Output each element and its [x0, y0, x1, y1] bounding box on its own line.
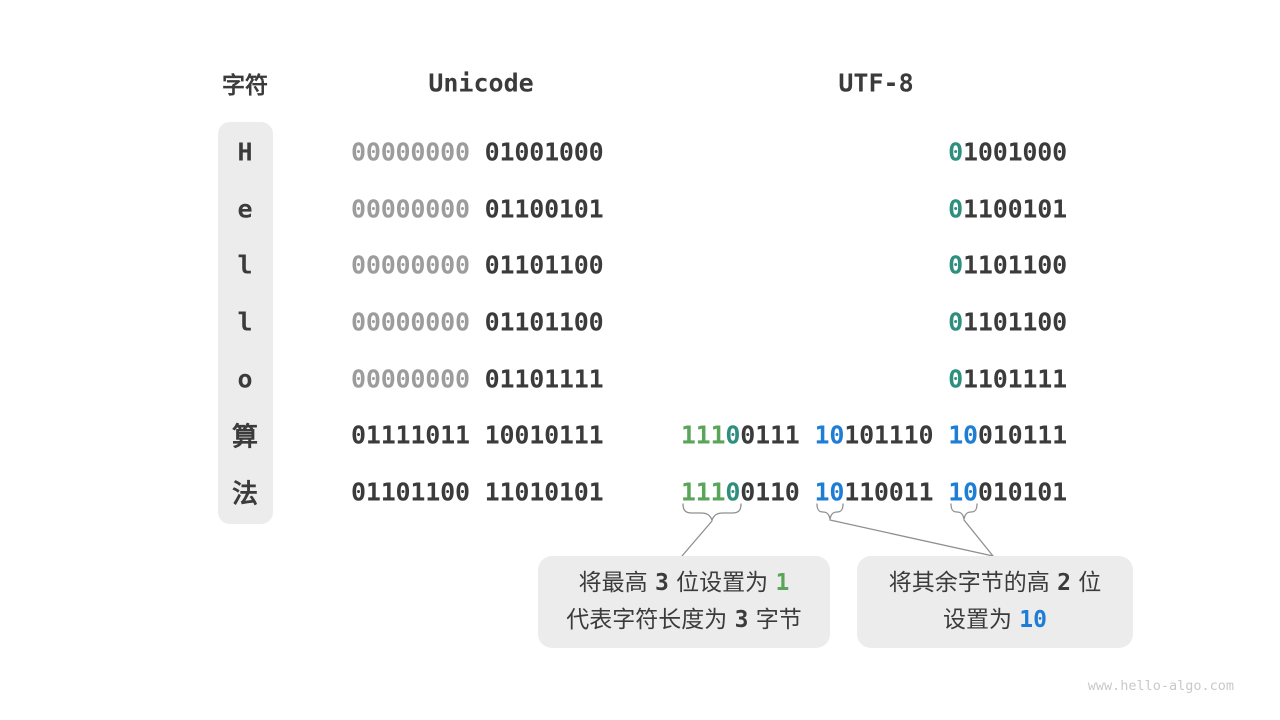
- bit-segment-blue: 10: [948, 420, 978, 450]
- bit-segment-green: 111: [680, 420, 726, 450]
- bit-segment-dark: 0110: [740, 477, 815, 507]
- bit-segment-teal: 0: [948, 194, 964, 224]
- bit-segment-dark: 01101111: [469, 364, 604, 394]
- character-cell: l: [237, 307, 253, 337]
- bit-segment-dark: 01101100: [469, 250, 604, 280]
- connector-line-continuation-2: [963, 519, 994, 557]
- utf8-binary: 01101111: [948, 365, 1067, 394]
- callout-text-line: 代表字符长度为 3 字节: [566, 607, 801, 635]
- character-cell: 算: [231, 422, 259, 453]
- bit-segment-blue: 10: [814, 477, 845, 507]
- column-header-utf8: UTF-8: [838, 68, 914, 98]
- bit-segment-teal: 0: [948, 307, 964, 337]
- bit-segment-dark: 01100101: [469, 194, 604, 224]
- bit-segment-green: 111: [680, 477, 726, 507]
- unicode-binary: 00000000 01100101: [351, 194, 604, 224]
- bit-segment-dark: 101110: [844, 420, 949, 450]
- bit-segment-gray: 00000000: [351, 364, 470, 394]
- bit-segment-teal: 0: [725, 477, 741, 507]
- bit-segment-dark: 设置为: [942, 606, 1020, 633]
- callout-text-line: 将最高 3 位设置为 1: [579, 570, 790, 598]
- character-cell: 法: [231, 479, 259, 510]
- character-cell: o: [237, 364, 253, 394]
- column-header-unicode: Unicode: [428, 68, 534, 98]
- bit-segment-blue: 10: [1019, 606, 1047, 633]
- bit-segment-dark: 1001000: [963, 137, 1067, 167]
- callout-leading-byte: 将最高 3 位设置为 1 代表字符长度为 3 字节: [538, 556, 830, 648]
- bit-segment-gray: 00000000: [351, 137, 470, 167]
- unicode-binary: 01101100 11010101: [351, 477, 604, 507]
- bit-segment-dark: 01101100 11010101: [351, 477, 604, 507]
- bit-segment-dark: 0111: [740, 420, 815, 450]
- bit-segment-dark: 110011: [844, 477, 949, 507]
- callout-continuation-byte: 将其余字节的高 2 位设置为 10: [857, 556, 1133, 648]
- character-cell: e: [237, 194, 253, 224]
- bit-segment-dark: 1101100: [963, 307, 1067, 337]
- callout-text-line: 设置为 10: [943, 607, 1047, 635]
- bit-segment-dark: 位设置为: [668, 569, 776, 596]
- bit-segment-dark: 2: [1057, 569, 1071, 596]
- bit-segment-blue: 10: [814, 420, 845, 450]
- column-header-character: 字符: [222, 73, 268, 99]
- bit-segment-gray: 00000000: [351, 307, 470, 337]
- bit-segment-teal: 0: [948, 250, 964, 280]
- connector-line-continuation-1: [829, 519, 994, 557]
- character-column-background: [218, 122, 273, 524]
- utf8-binary: 11100111 10101110 10010111: [681, 421, 1067, 450]
- bit-segment-gray: 00000000: [351, 250, 470, 280]
- unicode-binary: 01111011 10010111: [351, 420, 604, 450]
- bit-segment-dark: 代表字符长度为: [566, 606, 735, 633]
- utf8-binary: 01101100: [948, 251, 1067, 280]
- bit-segment-dark: 字节: [748, 606, 802, 633]
- bit-segment-blue: 10: [948, 477, 978, 507]
- bit-segment-dark: 1100101: [963, 194, 1067, 224]
- bit-segment-dark: 01101100: [469, 307, 604, 337]
- bit-segment-dark: 1101100: [963, 250, 1067, 280]
- bit-segment-teal: 0: [948, 137, 964, 167]
- utf8-binary: 01100101: [948, 195, 1067, 224]
- unicode-binary: 00000000 01101111: [351, 364, 604, 394]
- bit-segment-dark: 1101111: [963, 364, 1067, 394]
- character-cell: l: [237, 250, 253, 280]
- bit-segment-dark: 010111: [977, 420, 1067, 450]
- utf8-binary: 01101100: [948, 308, 1067, 337]
- unicode-binary: 00000000 01001000: [351, 137, 604, 167]
- bit-segment-teal: 0: [725, 420, 741, 450]
- bit-segment-dark: 位: [1070, 569, 1102, 596]
- utf8-binary: 01001000: [948, 138, 1067, 167]
- bit-segment-dark: 3: [654, 569, 669, 596]
- bit-segment-dark: 将其余字节的高: [888, 569, 1058, 596]
- utf8-binary: 11100110 10110011 10010101: [681, 478, 1067, 507]
- bit-segment-dark: 01111011 10010111: [351, 420, 604, 450]
- bit-segment-teal: 0: [948, 364, 964, 394]
- bit-segment-dark: 3: [734, 606, 749, 633]
- bit-segment-dark: 将最高: [578, 569, 655, 596]
- connector-line-leading: [681, 520, 713, 557]
- bit-segment-gray: 00000000: [351, 194, 470, 224]
- bit-segment-green: 1: [775, 569, 790, 596]
- unicode-binary: 00000000 01101100: [351, 250, 604, 280]
- bit-segment-dark: 01001000: [469, 137, 604, 167]
- callout-text-line: 将其余字节的高 2 位: [889, 570, 1101, 598]
- character-cell: H: [237, 137, 253, 167]
- unicode-binary: 00000000 01101100: [351, 307, 604, 337]
- bit-segment-dark: 010101: [977, 477, 1067, 507]
- watermark: www.hello-algo.com: [1087, 678, 1234, 694]
